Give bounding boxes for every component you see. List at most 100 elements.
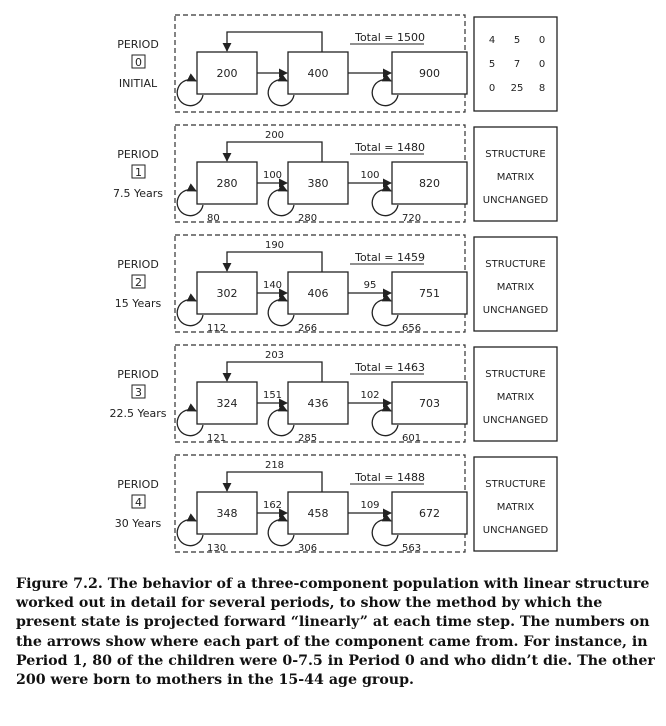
survival-label-1: 112 [207, 323, 226, 334]
matrix-text-line: UNCHANGED [483, 415, 549, 426]
period-label: PERIOD [117, 148, 159, 161]
period-index: 1 [135, 166, 142, 179]
matrix-cell: 8 [539, 83, 545, 94]
matrix-text-line: STRUCTURE [485, 369, 545, 380]
component-box-1 [196, 381, 258, 425]
matrix-cell: 0 [489, 83, 495, 94]
aging-flow-label-2-3: 102 [360, 390, 379, 401]
fertility-arrow [222, 361, 323, 382]
survival-loop-2 [267, 183, 295, 217]
component-box-2 [287, 491, 349, 535]
matrix-cell: 0 [539, 35, 545, 46]
component-box-3 [391, 271, 468, 315]
aging-flow-label-1-2: 100 [263, 170, 282, 181]
survival-loop-2 [267, 73, 295, 107]
component-value-2: 380 [308, 177, 329, 190]
matrix-text-line: MATRIX [497, 282, 535, 293]
period-panel-2: PERIOD 2 15 Years Total = 1459 302 406 751 190 1… [115, 234, 558, 334]
aging-flow-label-2-3: 95 [364, 280, 377, 291]
survival-loop-1 [176, 513, 204, 547]
survival-label-2: 280 [298, 213, 317, 224]
period-index-box [131, 274, 146, 289]
survival-label-3: 720 [402, 213, 421, 224]
period-index-box [131, 494, 146, 509]
matrix-text-line: STRUCTURE [485, 259, 545, 270]
matrix-cell: 5 [489, 59, 495, 70]
period-index: 2 [135, 276, 142, 289]
component-value-1: 348 [217, 507, 238, 520]
component-value-3: 820 [419, 177, 440, 190]
period-index: 3 [135, 386, 142, 399]
component-box-3 [391, 491, 468, 535]
fertility-flow-label: 218 [265, 460, 284, 471]
survival-label-1: 80 [207, 213, 220, 224]
matrix-text-line: STRUCTURE [485, 479, 545, 490]
period-index-box [131, 54, 146, 69]
aging-flow-label-2-3: 100 [360, 170, 379, 181]
survival-loop-2 [267, 403, 295, 437]
survival-loop-1 [176, 403, 204, 437]
matrix-cell: 25 [511, 83, 524, 94]
survival-label-2: 306 [298, 543, 317, 554]
matrix-box [473, 236, 558, 332]
survival-loop-3 [371, 73, 399, 107]
matrix-text-line: UNCHANGED [483, 195, 549, 206]
period-label: PERIOD [117, 368, 159, 381]
component-value-1: 280 [217, 177, 238, 190]
component-value-1: 302 [217, 287, 238, 300]
component-box-3 [391, 51, 468, 95]
matrix-text-line: UNCHANGED [483, 305, 549, 316]
component-value-2: 436 [308, 397, 329, 410]
period-total: Total = 1463 [354, 361, 425, 374]
component-value-3: 751 [419, 287, 440, 300]
survival-label-1: 130 [207, 543, 226, 554]
matrix-box [473, 126, 558, 222]
survival-loop-1 [176, 293, 204, 327]
component-value-3: 703 [419, 397, 440, 410]
component-value-1: 324 [217, 397, 238, 410]
period-time: 7.5 Years [113, 187, 163, 200]
fertility-flow-label: 203 [265, 350, 284, 361]
matrix-text-line: UNCHANGED [483, 525, 549, 536]
period-total: Total = 1459 [354, 251, 425, 264]
period-index-box [131, 384, 146, 399]
component-value-3: 672 [419, 507, 440, 520]
matrix-box [473, 456, 558, 552]
survival-label-3: 601 [402, 433, 421, 444]
period-time: 30 Years [115, 517, 162, 530]
survival-label-2: 266 [298, 323, 317, 334]
matrix-box [473, 16, 558, 112]
matrix-cell: 0 [539, 59, 545, 70]
survival-loop-1 [176, 183, 204, 217]
matrix-cell: 5 [514, 35, 520, 46]
matrix-text-line: MATRIX [497, 392, 535, 403]
period-time: 15 Years [115, 297, 162, 310]
survival-loop-2 [267, 513, 295, 547]
fertility-flow-label: 200 [265, 130, 284, 141]
aging-flow-label-1-2: 151 [263, 390, 282, 401]
survival-label-2: 285 [298, 433, 317, 444]
aging-flow-label-2-3: 109 [360, 500, 379, 511]
survival-label-1: 121 [207, 433, 226, 444]
period-label: PERIOD [117, 478, 159, 491]
fertility-arrow [222, 471, 323, 492]
survival-label-3: 656 [402, 323, 421, 334]
matrix-cell: 7 [514, 59, 520, 70]
component-value-3: 900 [419, 67, 440, 80]
period-label: PERIOD [117, 258, 159, 271]
component-value-1: 200 [217, 67, 238, 80]
fertility-arrow [222, 141, 323, 162]
component-value-2: 406 [308, 287, 329, 300]
survival-loop-3 [371, 403, 399, 437]
fertility-arrow [222, 251, 323, 272]
figure-caption: Figure 7.2. The behavior of a three-comp… [16, 576, 655, 689]
component-box-1 [196, 161, 258, 205]
fertility-flow-label: 190 [265, 240, 284, 251]
component-box-2 [287, 271, 349, 315]
